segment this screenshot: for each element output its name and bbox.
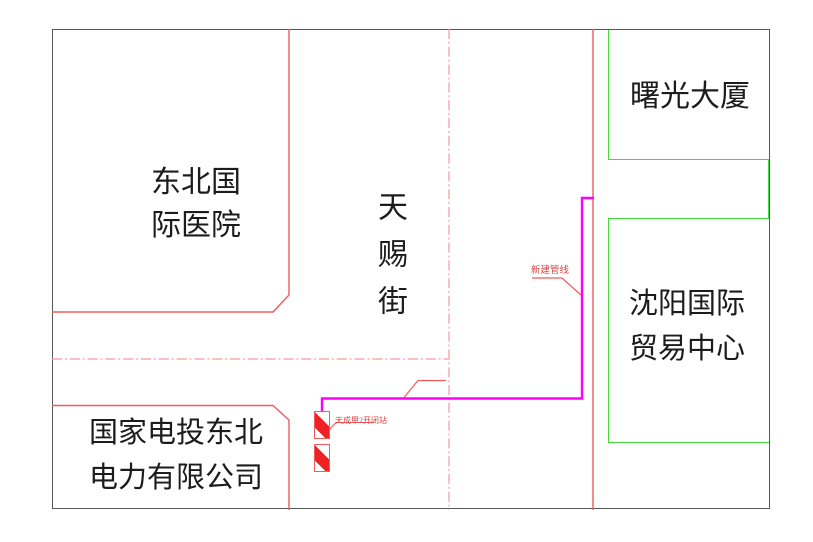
trade-center-name: 沈阳国际 贸易中心 (607, 282, 767, 372)
parcel-boundary-connector-line (768, 160, 770, 218)
trade-center-name-line2: 贸易中心 (628, 333, 745, 365)
power-company-name-line2: 电力有限公司 (88, 462, 263, 494)
station-annotation-label: 天成甲2开闭站 (335, 415, 387, 425)
hospital-name-line1: 东北国 (151, 166, 241, 199)
street-name: 天赐街 (373, 191, 406, 332)
power-company-name: 国家电投东北 电力有限公司 (56, 411, 296, 501)
hospital-name: 东北国 际医院 (116, 161, 276, 247)
power-company-name-line1: 国家电投东北 (88, 417, 263, 449)
shuguang-building-name: 曙光大厦 (630, 80, 750, 113)
trade-center-name-line1: 沈阳国际 (628, 288, 745, 320)
station-hatched-symbol-icon (313, 410, 330, 439)
pipeline-annotation-label: 新建管线 (531, 266, 570, 276)
hospital-name-line2: 际医院 (151, 209, 241, 242)
station-hatched-symbol-icon (313, 443, 330, 472)
